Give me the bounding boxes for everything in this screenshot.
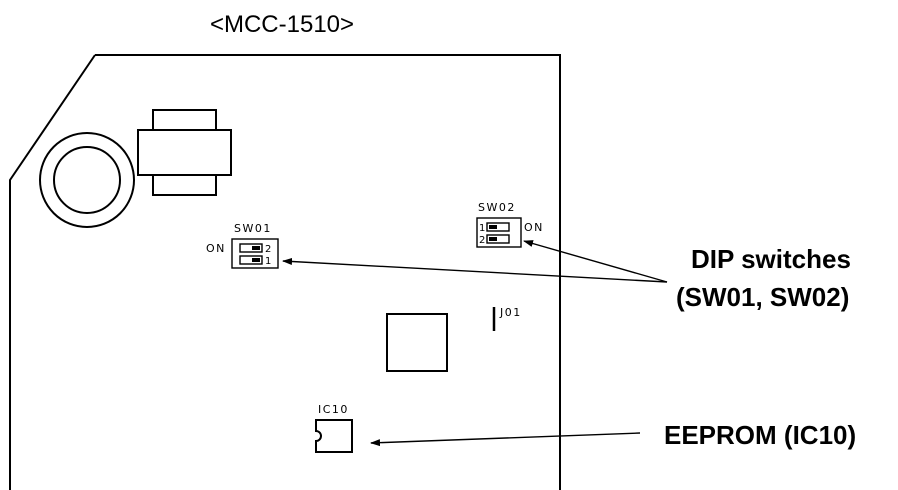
transformer [137, 109, 232, 196]
sw01-dip-switch: SW01 ON 2 1 [206, 222, 279, 269]
sw02-label: SW02 [478, 201, 516, 214]
sw02-dip-switch: SW02 ON 1 2 [476, 201, 544, 248]
callout-dip-switch-ids: (SW01, SW02) [676, 282, 849, 312]
arrow-to-sw02 [523, 240, 668, 283]
sw01-label: SW01 [234, 222, 272, 235]
ic10-eeprom: IC10 [315, 403, 353, 453]
board-outline [9, 54, 561, 490]
sw02-on-label: ON [524, 221, 544, 234]
square-ic [386, 313, 448, 372]
sw02-pin-1: 1 [479, 223, 485, 234]
j01-connector: J01 [492, 306, 522, 331]
j01-label: J01 [499, 306, 522, 319]
sw01-pin-2: 2 [265, 244, 271, 255]
arrow-to-ic10 [370, 432, 641, 447]
sw02-pin-2: 2 [479, 235, 485, 246]
ic10-label: IC10 [318, 403, 349, 416]
sw01-on-label: ON [206, 242, 226, 255]
board-title: <MCC-1510> [210, 11, 354, 38]
callout-eeprom: EEPROM (IC10) [664, 420, 856, 450]
arrow-to-sw01 [282, 257, 668, 283]
capacitor [39, 132, 135, 228]
sw01-pin-1: 1 [265, 256, 271, 267]
callout-dip-switches: DIP switches [691, 244, 851, 274]
